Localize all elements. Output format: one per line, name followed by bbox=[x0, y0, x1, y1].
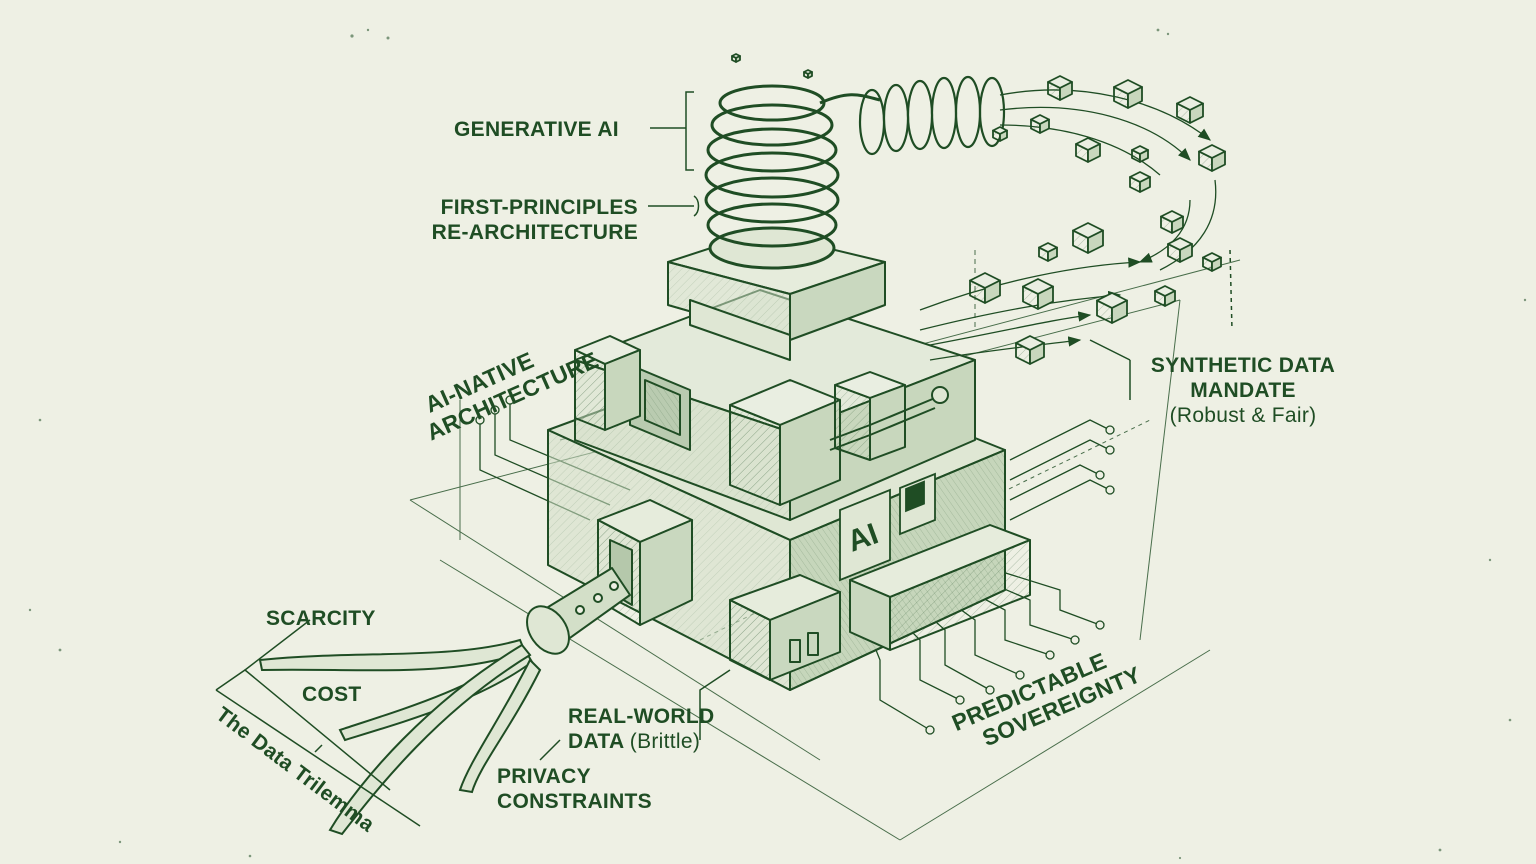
label-synthetic-line3: (Robust & Fair) bbox=[1138, 403, 1348, 428]
label-first-principles-line1: FIRST-PRINCIPLES bbox=[418, 195, 638, 220]
label-real-world-data: REAL-WORLD DATA (Brittle) bbox=[568, 704, 714, 754]
data-cube-icon bbox=[1203, 253, 1221, 271]
data-cube-icon bbox=[732, 54, 740, 62]
data-cube-icon bbox=[1177, 97, 1203, 123]
data-cube-icon bbox=[1039, 243, 1057, 261]
data-cube-icon bbox=[1048, 76, 1072, 100]
label-first-principles-line2: RE-ARCHITECTURE bbox=[418, 220, 638, 245]
label-generative-ai: GENERATIVE AI bbox=[454, 117, 619, 142]
label-cost: COST bbox=[302, 682, 362, 707]
data-cube-icon bbox=[1155, 286, 1175, 306]
data-cube-icon bbox=[1199, 145, 1225, 171]
data-cube-icon bbox=[1016, 336, 1044, 364]
data-cube-icon bbox=[1114, 80, 1142, 108]
data-cube-icon bbox=[1073, 223, 1103, 253]
label-privacy-line1: PRIVACY bbox=[497, 764, 652, 789]
real-world-pipe bbox=[518, 500, 692, 662]
data-cube-icon bbox=[1031, 115, 1049, 133]
spring-coil-tail-icon bbox=[860, 77, 1004, 154]
label-real-world-line2a: DATA bbox=[568, 730, 624, 753]
label-scarcity: SCARCITY bbox=[266, 606, 376, 631]
data-cube-icon bbox=[1097, 293, 1127, 323]
data-cube-icon bbox=[804, 70, 812, 78]
label-first-principles: FIRST-PRINCIPLES RE-ARCHITECTURE bbox=[418, 195, 638, 245]
data-cube-icon bbox=[993, 127, 1007, 141]
data-cube-icon bbox=[1023, 279, 1053, 309]
label-synthetic-data: SYNTHETIC DATA MANDATE (Robust & Fair) bbox=[1138, 353, 1348, 428]
label-synthetic-line2: MANDATE bbox=[1138, 378, 1348, 403]
data-cube-icon bbox=[1130, 172, 1150, 192]
label-real-world-line1: REAL-WORLD bbox=[568, 704, 714, 729]
label-privacy: PRIVACY CONSTRAINTS bbox=[497, 764, 652, 814]
data-cube-icon bbox=[1132, 146, 1148, 162]
label-synthetic-line1: SYNTHETIC DATA bbox=[1138, 353, 1348, 378]
data-cube-icon bbox=[970, 273, 1000, 303]
data-cube-icon bbox=[1161, 211, 1183, 233]
spring-coil-icon bbox=[706, 86, 880, 268]
label-real-world-line2b: (Brittle) bbox=[630, 730, 700, 753]
label-privacy-line2: CONSTRAINTS bbox=[497, 789, 652, 814]
data-cube-icon bbox=[1168, 238, 1192, 262]
data-cube-icon bbox=[1076, 138, 1100, 162]
